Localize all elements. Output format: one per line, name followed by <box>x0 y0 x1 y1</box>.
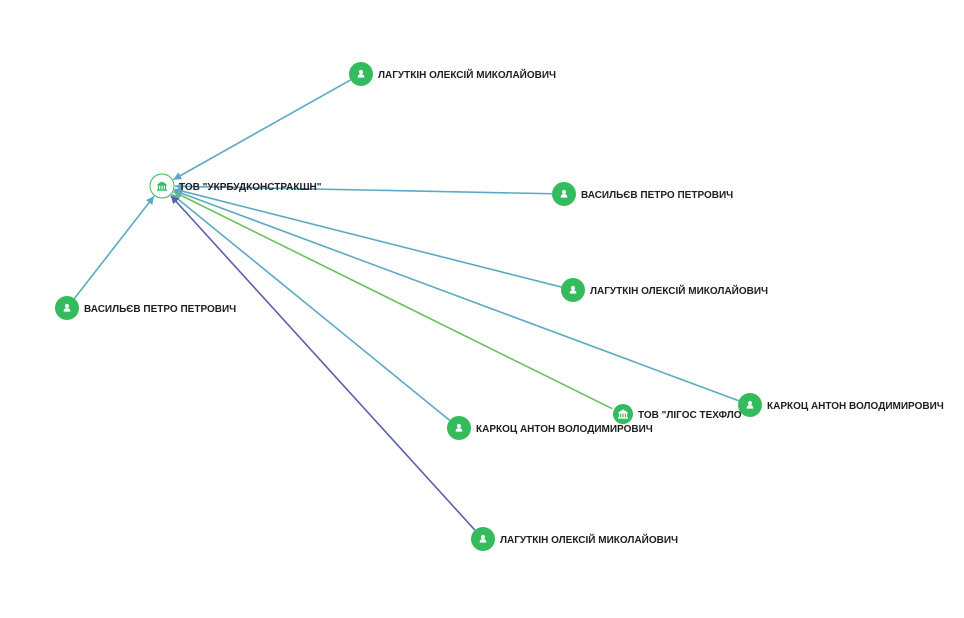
person-icon <box>357 69 365 78</box>
node-person-n1[interactable]: ЛАГУТКІН ОЛЕКСІЙ МИКОЛАЙОВИЧ <box>349 62 556 86</box>
person-icon <box>560 189 568 198</box>
edge-n2-to-center[interactable] <box>174 182 553 195</box>
nodes-layer: ТОВ "УКРБУДКОНСТРАКШН" ЛАГУТКІН ОЛЕКСІЙ М… <box>55 62 944 551</box>
edge-n6-to-center[interactable] <box>173 191 613 410</box>
node-company-n6[interactable]: ТОВ "ЛІГОС ТЕХФЛО" <box>613 404 747 424</box>
person-icon <box>746 400 754 409</box>
person-icon <box>479 534 487 543</box>
building-icon <box>618 409 628 419</box>
node-label: КАРКОЦ АНТОН ВОЛОДИМИРОВИЧ <box>767 401 944 412</box>
edge-n3-to-center[interactable] <box>174 187 562 288</box>
person-icon <box>569 285 577 294</box>
edge-n7-to-center[interactable] <box>173 189 740 402</box>
node-label: ВАСИЛЬЄВ ПЕТРО ПЕТРОВИЧ <box>84 304 236 315</box>
edge-n5-to-center[interactable] <box>171 193 451 422</box>
node-center-company[interactable]: ТОВ "УКРБУДКОНСТРАКШН" <box>149 173 322 199</box>
edge-n8-to-center[interactable] <box>170 195 476 531</box>
node-label: ЛАГУТКІН ОЛЕКСІЙ МИКОЛАЙОВИЧ <box>378 68 556 81</box>
node-label: КАРКОЦ АНТОН ВОЛОДИМИРОВИЧ <box>476 424 653 435</box>
node-person-n3[interactable]: ЛАГУТКІН ОЛЕКСІЙ МИКОЛАЙОВИЧ <box>561 278 768 302</box>
node-person-n2[interactable]: ВАСИЛЬЄВ ПЕТРО ПЕТРОВИЧ <box>552 182 733 206</box>
node-label: ЛАГУТКІН ОЛЕКСІЙ МИКОЛАЙОВИЧ <box>590 284 768 297</box>
node-label: ЛАГУТКІН ОЛЕКСІЙ МИКОЛАЙОВИЧ <box>500 533 678 546</box>
edges-layer <box>73 79 740 531</box>
node-person-n7[interactable]: КАРКОЦ АНТОН ВОЛОДИМИРОВИЧ <box>738 393 944 417</box>
node-label: ВАСИЛЬЄВ ПЕТРО ПЕТРОВИЧ <box>581 190 733 201</box>
node-person-n8[interactable]: ЛАГУТКІН ОЛЕКСІЙ МИКОЛАЙОВИЧ <box>471 527 678 551</box>
person-icon <box>63 303 71 312</box>
edge-n4-to-center[interactable] <box>73 195 155 300</box>
node-label: ТОВ "УКРБУДКОНСТРАКШН" <box>179 182 322 193</box>
building-icon <box>157 181 167 191</box>
node-person-n4[interactable]: ВАСИЛЬЄВ ПЕТРО ПЕТРОВИЧ <box>55 296 236 320</box>
node-label: ТОВ "ЛІГОС ТЕХФЛО" <box>638 410 747 421</box>
person-icon <box>455 423 463 432</box>
edge-n1-to-center[interactable] <box>172 79 351 181</box>
node-person-n5[interactable]: КАРКОЦ АНТОН ВОЛОДИМИРОВИЧ <box>447 416 653 440</box>
